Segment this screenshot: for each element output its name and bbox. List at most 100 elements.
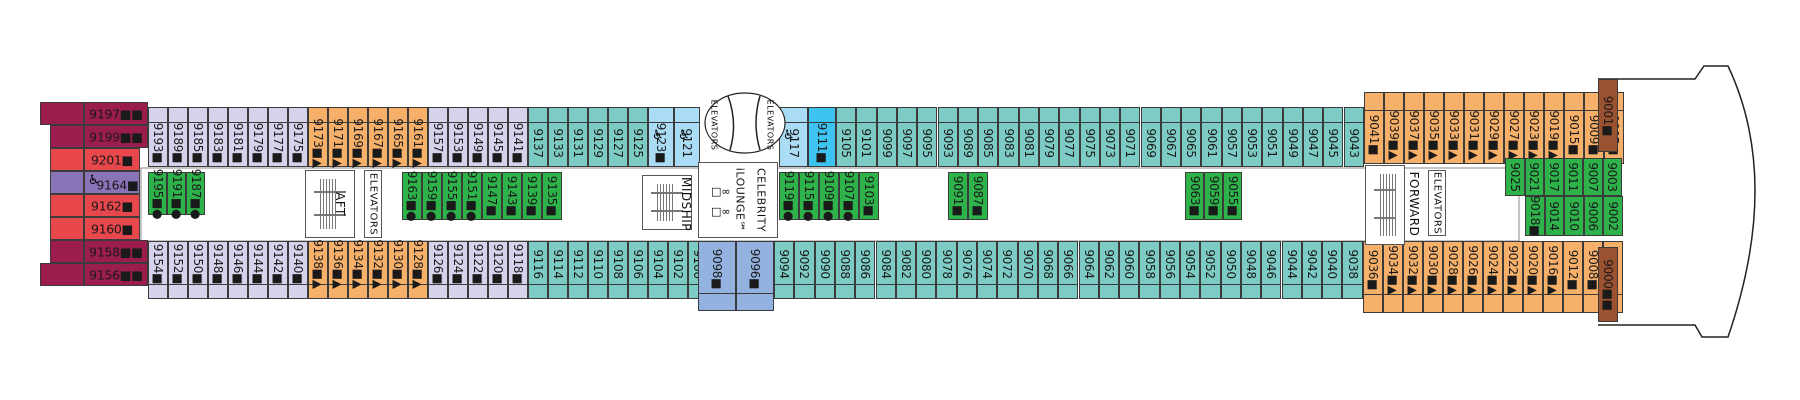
cabin-9097[interactable]: 9097 [896,107,918,167]
cabin-9114[interactable]: 9114 [548,241,568,299]
cabin-9023[interactable]: 9023■▲ [1523,92,1544,164]
cabin-9109[interactable]: 9109■● [819,171,839,221]
cabin-9104[interactable]: 9104 [648,241,668,299]
cabin-9081[interactable]: 9081 [1018,107,1039,167]
cabin-9089[interactable]: 9089 [957,107,979,167]
cabin-9070[interactable]: 9070 [1017,241,1038,299]
cabin-9130[interactable]: 9130■▲ [388,240,408,299]
cabin-9127[interactable]: 9127 [608,107,628,167]
cabin-9136[interactable]: 9136■▲ [328,240,348,299]
cabin-9095[interactable]: 9095 [917,107,938,167]
cabin-9058[interactable]: 9058 [1139,241,1160,299]
cabin-9179[interactable]: 9179■ [248,107,268,167]
cabin-9159[interactable]: 9159■● [422,171,442,221]
cabin-9032[interactable]: 9032■▲ [1402,241,1423,313]
cabin-9054[interactable]: 9054 [1180,241,1201,299]
cabin-9036[interactable]: 9036■ [1362,241,1383,313]
cabin-9119[interactable]: 9119■● [779,171,799,221]
cabin-9037[interactable]: 9037■▲ [1403,92,1424,164]
cabin-9019[interactable]: 9019■▲ [1543,92,1564,164]
cabin-9112[interactable]: 9112 [568,241,588,299]
cabin-9068[interactable]: 9068 [1037,241,1059,299]
cabin-9149[interactable]: 9149■ [468,107,488,167]
cabin-9088[interactable]: 9088 [834,241,856,299]
cabin-9061[interactable]: 9061 [1201,107,1222,167]
cabin-9084[interactable]: 9084 [875,241,896,299]
cabin-9120[interactable]: 9120■ [488,241,508,299]
cabin-9090[interactable]: 9090 [814,241,835,299]
cabin-9133[interactable]: 9133 [548,107,568,167]
cabin-9106[interactable]: 9106 [628,241,648,299]
cabin-9142[interactable]: 9142■ [268,241,288,299]
cabin-9071[interactable]: 9071 [1120,107,1141,167]
cabin-9143[interactable]: 9143■ [502,172,522,220]
cabin-9111[interactable]: 9111■ [808,107,836,167]
cabin-9108[interactable]: 9108 [608,241,628,299]
cabin-9135[interactable]: 9135■ [542,172,562,220]
cabin-9131[interactable]: 9131 [568,107,588,167]
cabin-9146[interactable]: 9146■ [228,241,248,299]
cabin-9173[interactable]: 9173■▲ [308,107,328,167]
cabin-9075[interactable]: 9075 [1079,107,1100,167]
cabin-9148[interactable]: 9148■ [208,241,228,299]
cabin-9049[interactable]: 9049 [1282,107,1303,167]
cabin-9022[interactable]: 9022■▲ [1502,241,1523,313]
cabin-9045[interactable]: 9045 [1323,107,1344,167]
cabin-9193[interactable]: 9193■ [148,107,168,167]
cabin-9034[interactable]: 9034■▲ [1382,241,1403,313]
cabin-9187[interactable]: 9187■● [186,168,205,219]
cabin-9199[interactable]: 9199■■ [84,125,148,148]
cabin-9001[interactable]: 9001■ [1598,79,1618,152]
cabin-9079[interactable]: 9079 [1039,107,1060,167]
cabin-9024[interactable]: 9024■▲ [1482,241,1503,313]
cabin-9059[interactable]: 9059■ [1204,172,1223,220]
cabin-9201[interactable]: 9201■ [84,148,140,171]
cabin-9012[interactable]: 9012■ [1562,241,1583,313]
cabin-9016[interactable]: 9016■▲ [1542,241,1563,313]
cabin-9044[interactable]: 9044 [1281,241,1302,299]
cabin-9163[interactable]: 9163■● [402,171,422,221]
cabin-9145[interactable]: 9145■ [488,107,508,167]
cabin-9040[interactable]: 9040 [1322,241,1343,299]
cabin-9017[interactable]: 9017 [1544,158,1564,196]
cabin-9062[interactable]: 9062 [1098,241,1120,299]
cabin-9139[interactable]: 9139■ [522,172,542,220]
cabin-9150[interactable]: 9150■ [188,241,208,299]
cabin-9181[interactable]: 9181■ [228,107,248,167]
cabin-9189[interactable]: 9189■ [168,107,188,167]
cabin-9165[interactable]: 9165■▲ [388,107,408,167]
cabin-9028[interactable]: 9028■▲ [1442,241,1463,313]
cabin-9031[interactable]: 9031■▲ [1463,92,1484,164]
cabin-9118[interactable]: 9118■ [508,241,528,299]
cabin-9147[interactable]: 9147■ [482,172,502,220]
cabin-9116[interactable]: 9116 [528,241,548,299]
cabin-9052[interactable]: 9052 [1200,241,1221,299]
cabin-9160[interactable]: 9160■ [84,217,140,240]
cabin-9060[interactable]: 9060 [1119,241,1140,299]
cabin-9010[interactable]: 9010 [1564,196,1584,236]
cabin-9124[interactable]: 9124■ [448,241,468,299]
cabin-9080[interactable]: 9080 [916,241,937,299]
aft-elevators[interactable]: ELEVATORS [364,170,382,238]
cabin-9144[interactable]: 9144■ [248,241,268,299]
cabin-9072[interactable]: 9072 [997,241,1018,299]
cabin-9107[interactable]: 9107■● [839,171,859,221]
cabin-9027[interactable]: 9027■▲ [1503,92,1524,164]
cabin-9041[interactable]: 9041■ [1363,92,1384,164]
cabin-9197[interactable]: 9197■■ [84,102,148,125]
cabin-9082[interactable]: 9082 [895,241,917,299]
cabin-9151[interactable]: 9151■● [462,171,482,221]
cabin-9048[interactable]: 9048 [1240,241,1262,299]
cabin-9126[interactable]: 9126■ [428,241,448,299]
cabin-9055[interactable]: 9055■ [1223,172,1242,220]
cabin-9007[interactable]: 9007 [1583,158,1603,196]
cabin-9102[interactable]: 9102 [668,241,688,299]
cabin-9103[interactable]: 9103■ [859,172,879,220]
cabin-9033[interactable]: 9033■▲ [1443,92,1464,164]
cabin-9003[interactable]: 9003 [1602,158,1622,196]
cabin-9067[interactable]: 9067 [1160,107,1182,167]
cabin-9000[interactable]: 9000■■ [1598,247,1618,322]
cabin-9157[interactable]: 9157■ [428,107,448,167]
cabin-9167[interactable]: 9167■▲ [368,107,388,167]
cabin-9076[interactable]: 9076 [956,241,977,299]
